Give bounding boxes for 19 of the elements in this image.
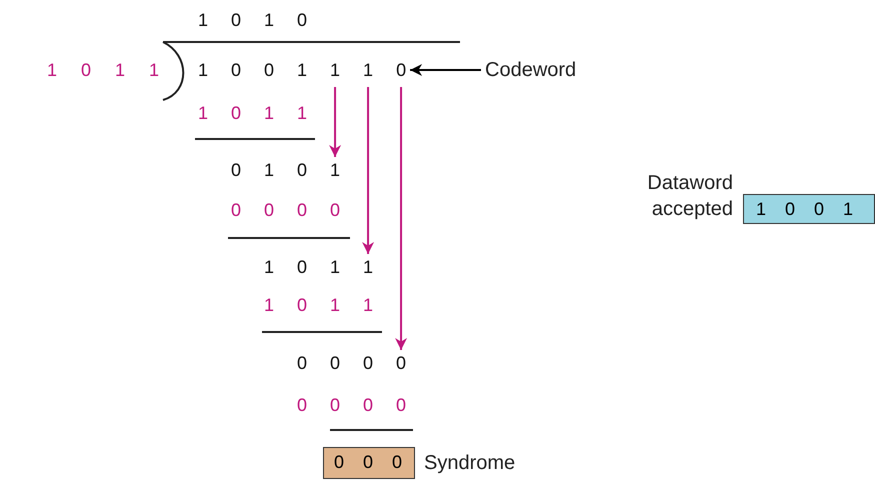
dataword-accepted-label: Dataword accepted <box>646 171 733 222</box>
remainder-digits: 0 0 0 0 <box>297 352 406 374</box>
arrow <box>410 64 481 76</box>
dividend-digits: 1 0 0 1 1 1 0 <box>198 59 406 81</box>
divisor-digits: 1 0 1 1 <box>47 59 160 81</box>
codeword-label: Codeword <box>485 57 576 83</box>
subtrahend-digits: 0 0 0 0 <box>297 394 406 416</box>
remainder-digits: 1 0 1 1 <box>264 256 374 278</box>
arrow <box>395 87 408 350</box>
remainder-digits: 0 1 0 1 <box>231 159 340 181</box>
quotient-digits: 1 0 1 0 <box>198 9 308 31</box>
syndrome-label: Syndrome <box>424 451 516 476</box>
syndrome-box: 0 0 0 <box>323 447 415 479</box>
arrow <box>329 87 342 157</box>
subtrahend-digits: 0 0 0 0 <box>231 199 340 221</box>
dataword-box: 1 0 0 1 <box>743 194 875 224</box>
subtrahend-digits: 1 0 1 1 <box>264 294 374 316</box>
arrow <box>362 87 374 254</box>
subtrahend-digits: 1 0 1 1 <box>198 102 308 124</box>
